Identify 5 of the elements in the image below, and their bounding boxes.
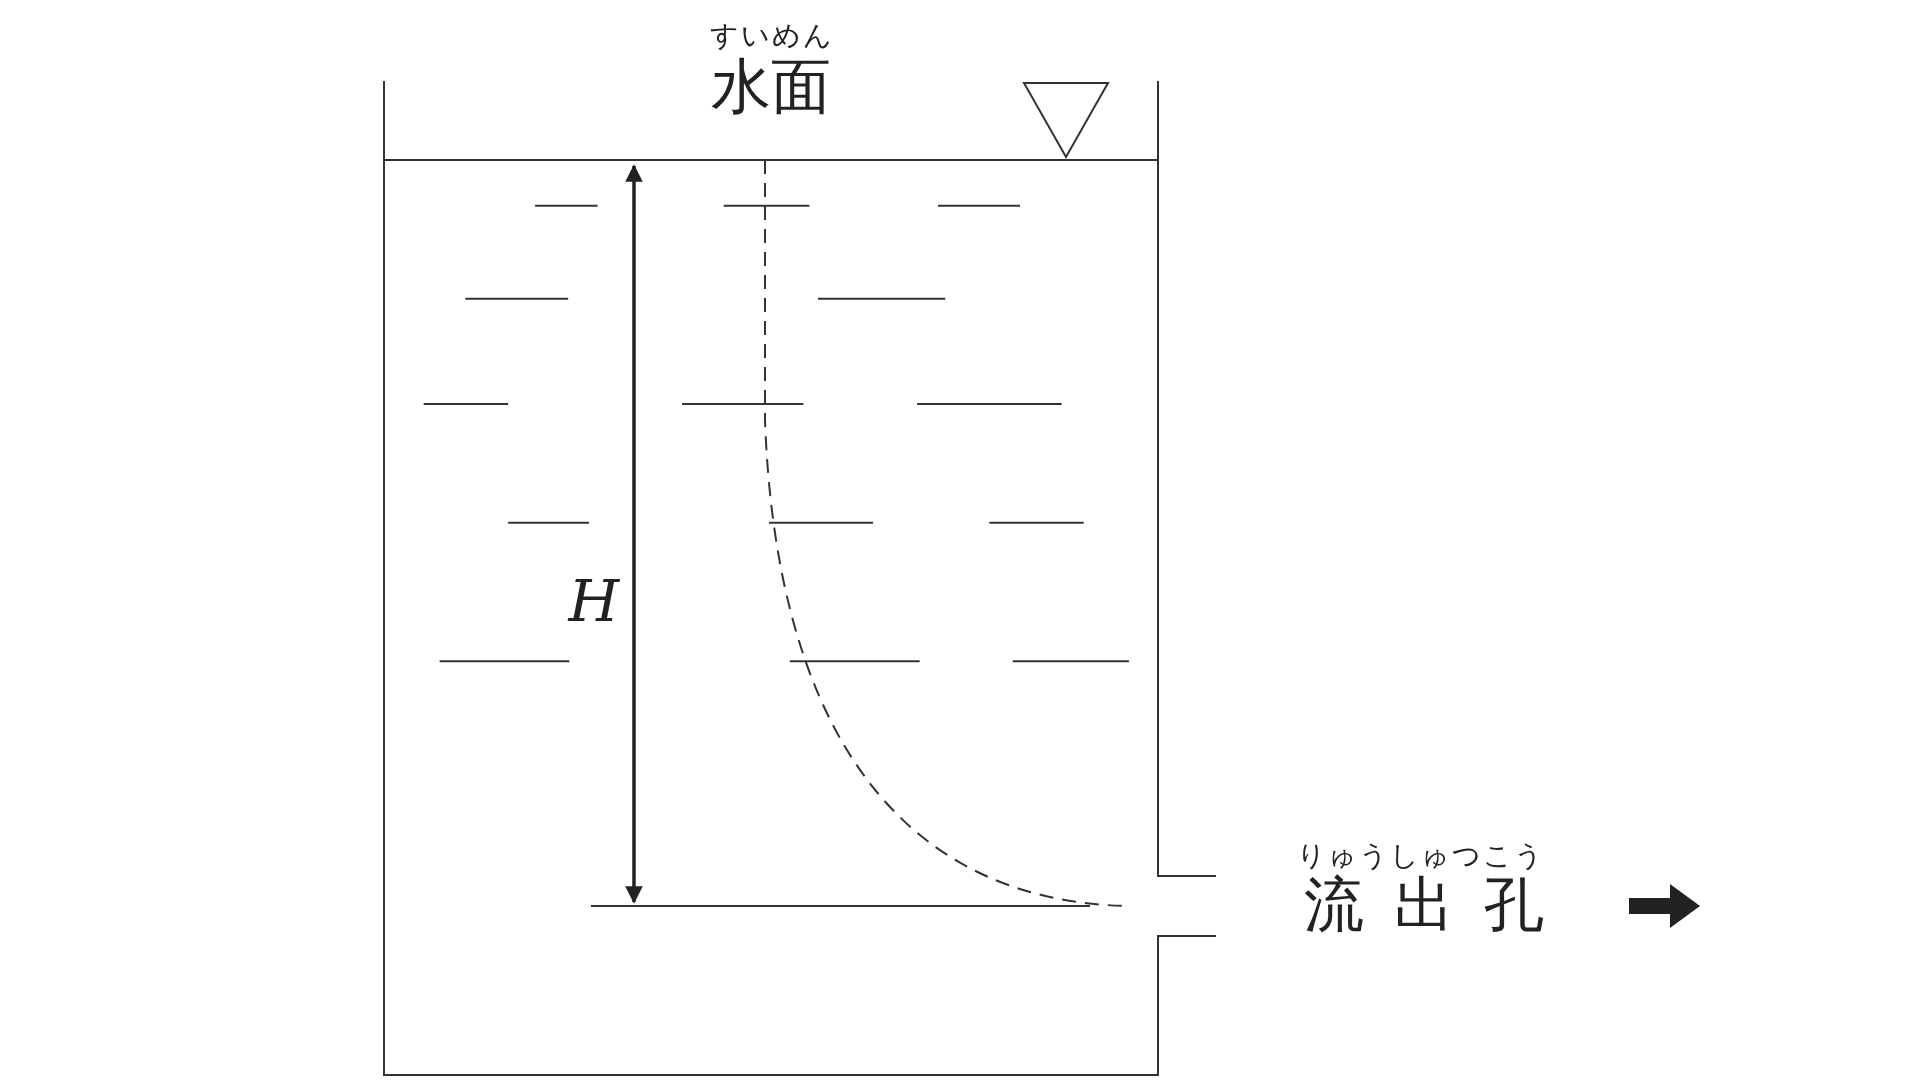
furigana: すいめん [709,22,834,50]
furigana: りゅうしゅつこう [1296,842,1545,870]
label: 流出孔 [1304,874,1574,934]
label: 水面 [711,56,831,116]
dimension-label: H [568,572,620,630]
